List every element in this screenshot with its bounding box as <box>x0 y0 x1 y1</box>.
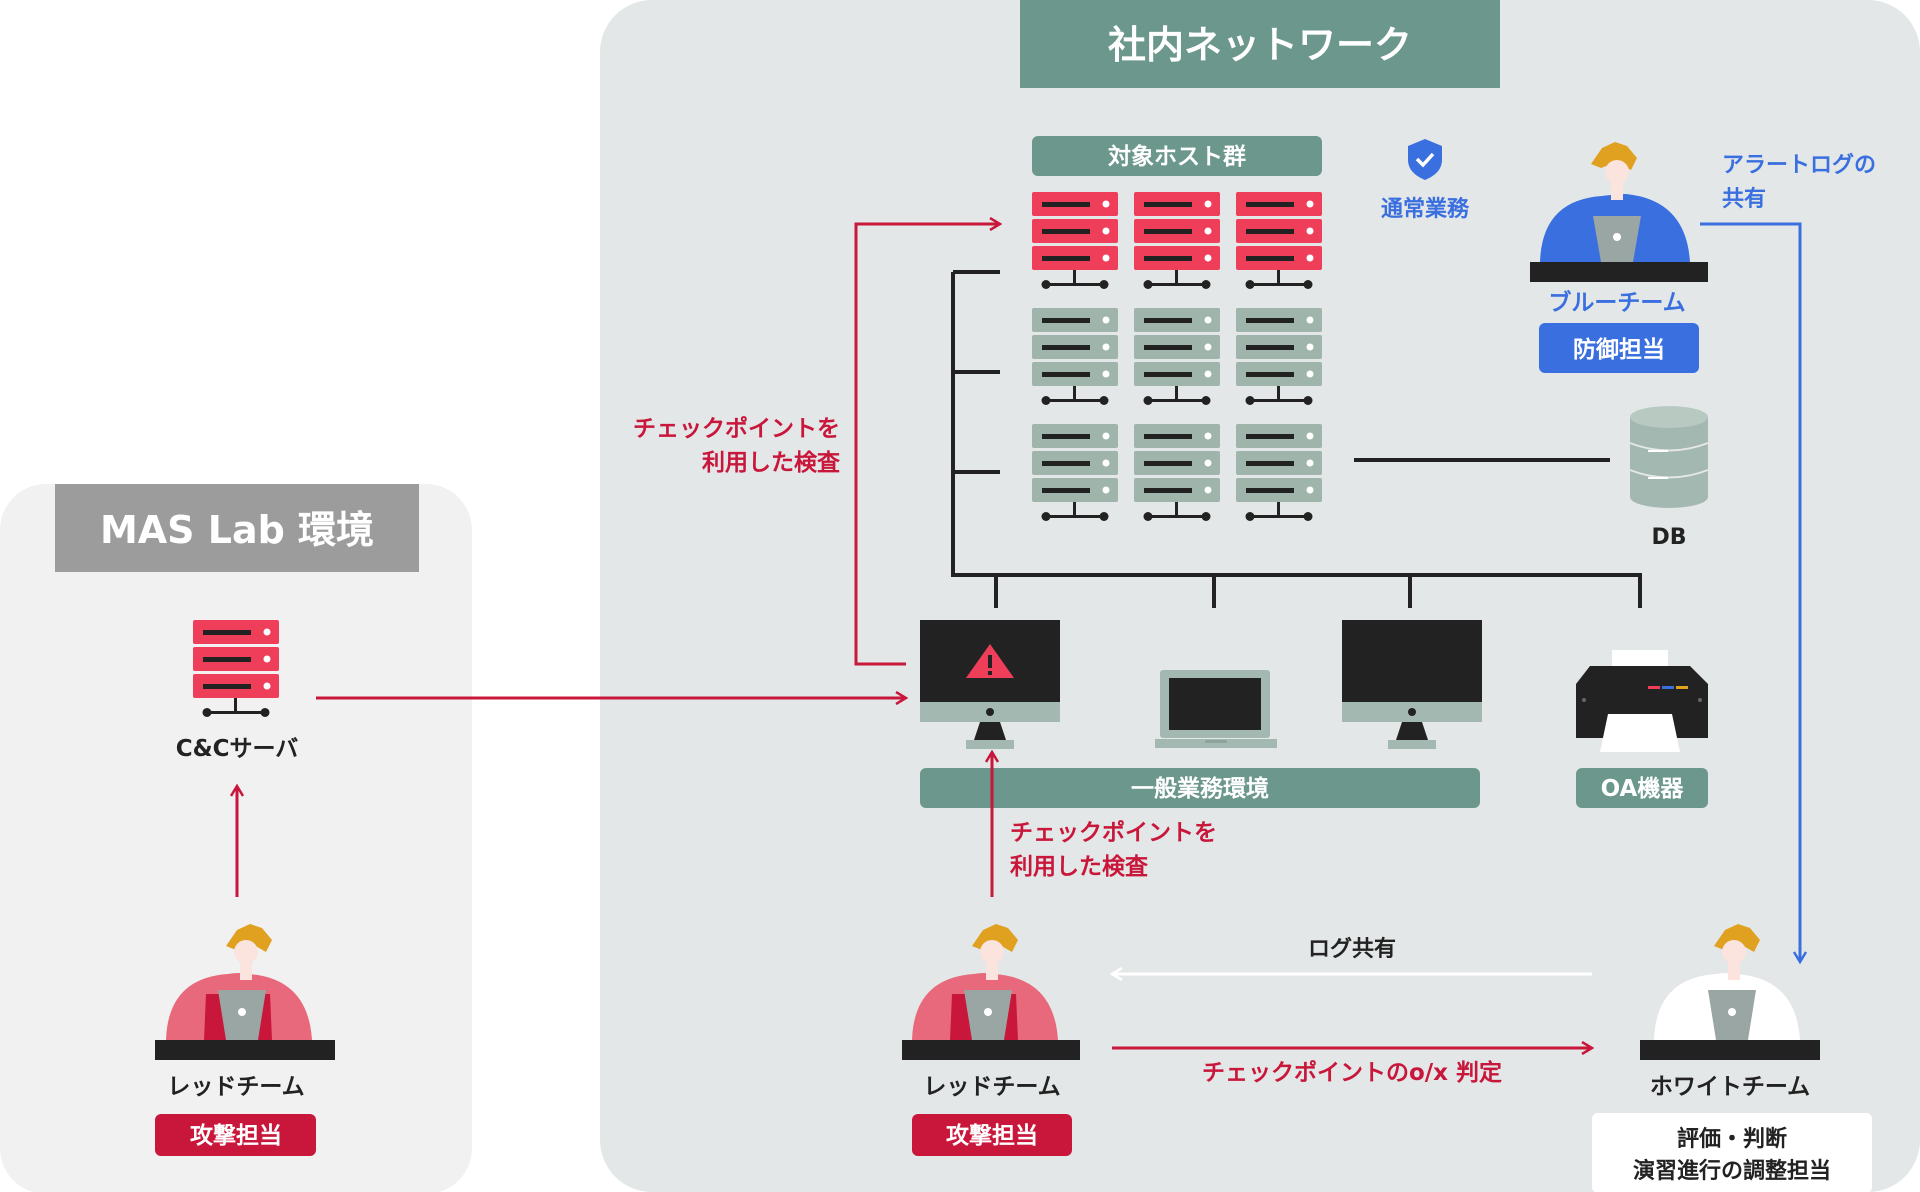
target-hosts-label-box <box>1032 136 1322 176</box>
general-env-label: 一般業務環境 <box>1131 775 1269 802</box>
red-team-bottom-name: レッドチーム <box>923 1074 1060 1100</box>
target-hosts-label: 対象ホスト群 <box>1108 143 1246 170</box>
person-at-laptop-icon <box>155 924 335 1060</box>
alert-log-line1: アラートログの <box>1722 152 1876 178</box>
arrow-alert-log <box>1700 222 1800 962</box>
ox-judgement-label: チェックポイントのo/x 判定 <box>1202 1059 1502 1086</box>
network-lines <box>951 270 1642 608</box>
checkpoint-bottom-line1: チェックポイントを <box>1010 819 1217 846</box>
arrows <box>237 224 1800 1048</box>
red-team-bottom-role-box <box>912 1114 1072 1156</box>
printer-icon <box>1576 650 1708 752</box>
blue-team-name: ブルーチーム <box>1548 289 1685 316</box>
person-at-laptop-icon <box>1530 142 1708 282</box>
monitor-icon <box>920 620 1060 749</box>
oa-label: OA機器 <box>1601 776 1685 802</box>
checkpoint-left-line1: チェックポイントを <box>633 415 840 442</box>
white-team-role-line2: 演習進行の調整担当 <box>1633 1158 1831 1184</box>
general-env-label-box <box>920 768 1480 808</box>
red-team-left-name: レッドチーム <box>167 1074 304 1100</box>
alert-log-line2: 共有 <box>1722 186 1766 212</box>
red-team-left-role: 攻撃担当 <box>190 1122 282 1149</box>
internal-network-panel <box>600 0 1920 1192</box>
blue-team-role-box <box>1539 323 1699 373</box>
mas-lab-title: MAS Lab 環境 <box>100 508 374 552</box>
shield-check-icon <box>1408 139 1442 180</box>
cc-server-label: C&Cサーバ <box>176 736 299 762</box>
target-servers <box>1032 192 1322 521</box>
internal-network-title-box <box>1020 0 1500 88</box>
database-icon <box>1629 406 1709 508</box>
oa-label-box <box>1576 768 1708 808</box>
checkpoint-bottom-line2: 利用した検査 <box>1010 854 1148 880</box>
person-at-laptop-icon <box>1640 924 1820 1060</box>
white-team-name: ホワイトチーム <box>1650 1074 1810 1100</box>
person-at-laptop-icon <box>902 924 1080 1060</box>
db-label: DB <box>1651 525 1686 550</box>
checkpoint-left-line2: 利用した検査 <box>702 450 840 476</box>
laptop-icon <box>1155 670 1277 748</box>
white-team-role-line1: 評価・判断 <box>1677 1126 1787 1152</box>
blue-team-role: 防御担当 <box>1573 336 1665 363</box>
arrow-checkpoint-to-servers <box>854 224 1000 666</box>
red-team-bottom-role: 攻撃担当 <box>946 1122 1038 1149</box>
red-team-left-role-box <box>155 1114 316 1156</box>
internal-network-title: 社内ネットワーク <box>1108 23 1412 67</box>
log-share-label: ログ共有 <box>1308 936 1396 962</box>
mas-lab-title-box <box>55 484 419 572</box>
normal-work-label: 通常業務 <box>1381 196 1470 222</box>
white-team-role-box <box>1592 1113 1872 1192</box>
